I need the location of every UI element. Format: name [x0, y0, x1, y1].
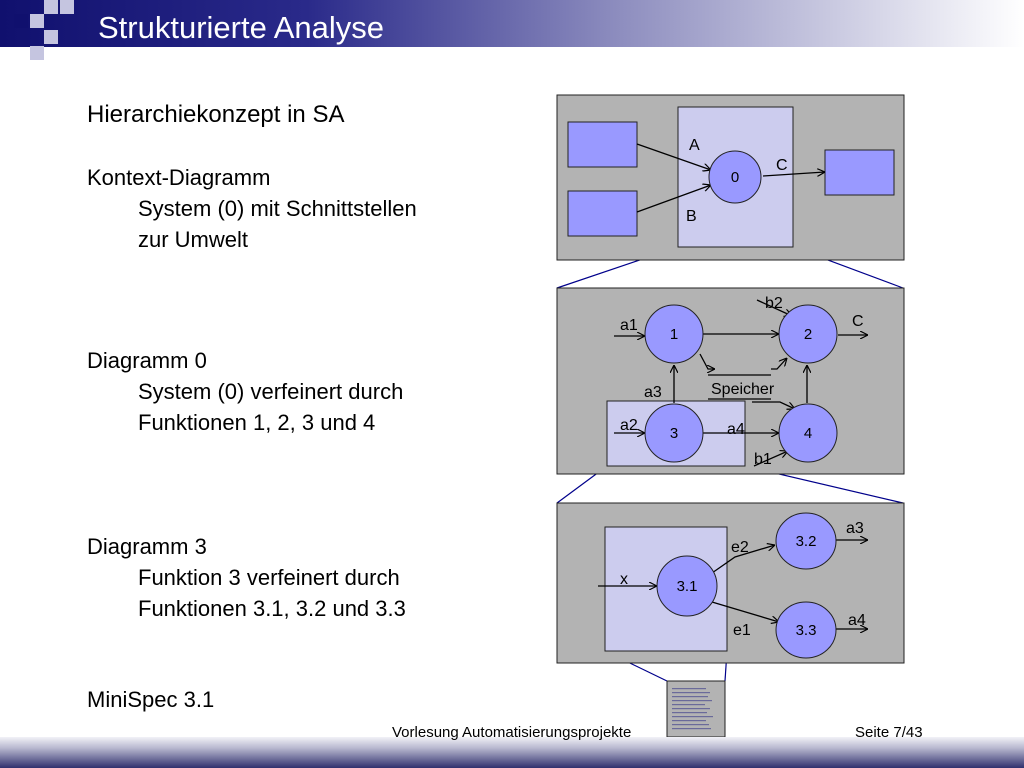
flow-arrow: [771, 358, 787, 370]
process-node: [775, 601, 837, 659]
logo-square: [44, 30, 58, 44]
process-label: 3.2: [796, 533, 817, 550]
flow-arrow: [636, 185, 711, 213]
section-title: Diagramm 0: [87, 348, 207, 373]
process-label: 1: [670, 326, 678, 343]
section-title: Diagramm 3: [87, 534, 207, 559]
footer-bar: [0, 737, 1024, 768]
slide-title: Strukturierte Analyse: [98, 10, 385, 45]
flow-arrow: [753, 451, 788, 467]
process-node: [778, 403, 838, 463]
slide-heading: Hierarchiekonzept in SA: [87, 101, 345, 128]
external-entity: [567, 190, 638, 237]
flow-label: a3: [846, 520, 864, 537]
section-line: zur Umwelt: [138, 227, 249, 252]
logo-square: [30, 46, 44, 60]
flow-label: a1: [620, 317, 638, 334]
process-node: [656, 555, 718, 617]
process-node: [644, 403, 704, 463]
section-line: System (0) verfeinert durch: [138, 379, 404, 404]
logo-square: [60, 0, 74, 14]
process-label: 3.3: [796, 622, 817, 639]
section-title: Kontext-Diagramm: [87, 165, 271, 190]
process-label: 3: [670, 425, 678, 442]
section-line: System (0) mit Schnittstellen: [138, 196, 417, 221]
logo-square: [14, 14, 28, 28]
flow-arrow: [711, 545, 775, 574]
logo-square: [44, 0, 58, 14]
section-line: Funktion 3 verfeinert durch: [138, 565, 400, 590]
flow-label: a2: [620, 417, 638, 434]
flow-arrow: [636, 143, 711, 170]
flow-label: B: [686, 208, 697, 225]
flow-arrow: [699, 353, 715, 369]
section-line: Funktionen 1, 2, 3 und 4: [138, 410, 376, 435]
flow-label: e1: [733, 622, 751, 639]
process-node: [708, 150, 762, 204]
section-title: MiniSpec 3.1: [87, 687, 215, 712]
external-entity: [824, 149, 895, 196]
flow-label: b2: [765, 295, 783, 312]
minispec-text-lines: [672, 688, 713, 730]
logo-square: [30, 14, 44, 28]
flow-label: A: [689, 137, 700, 154]
process-label: 0: [731, 169, 739, 186]
process-label: 2: [804, 326, 812, 343]
store-label: Speicher: [711, 381, 775, 398]
process-node: [644, 304, 704, 364]
process-node: [778, 304, 838, 364]
process-node: [775, 512, 837, 570]
flow-label: a4: [848, 612, 866, 629]
process-label: 3.1: [677, 578, 698, 595]
flow-arrow: [756, 299, 792, 316]
flow-label: C: [776, 157, 788, 174]
footer-lecture: Vorlesung Automatisierungsprojekte: [392, 724, 632, 741]
flow-label: b1: [754, 451, 772, 468]
section-line: Funktionen 3.1, 3.2 und 3.3: [138, 596, 406, 621]
process-label: 4: [804, 425, 812, 442]
flow-label: a4: [727, 421, 745, 438]
footer-page-number: Seite 7/43: [855, 724, 923, 741]
flow-label: C: [852, 313, 864, 330]
title-bar: [0, 0, 1024, 47]
flow-arrow: [762, 172, 825, 177]
flow-label: a3: [644, 384, 662, 401]
external-entity: [567, 121, 638, 168]
flow-label: e2: [731, 539, 749, 556]
flow-label: x: [620, 571, 628, 588]
flow-arrow: [752, 401, 795, 409]
flow-arrow: [711, 601, 779, 622]
